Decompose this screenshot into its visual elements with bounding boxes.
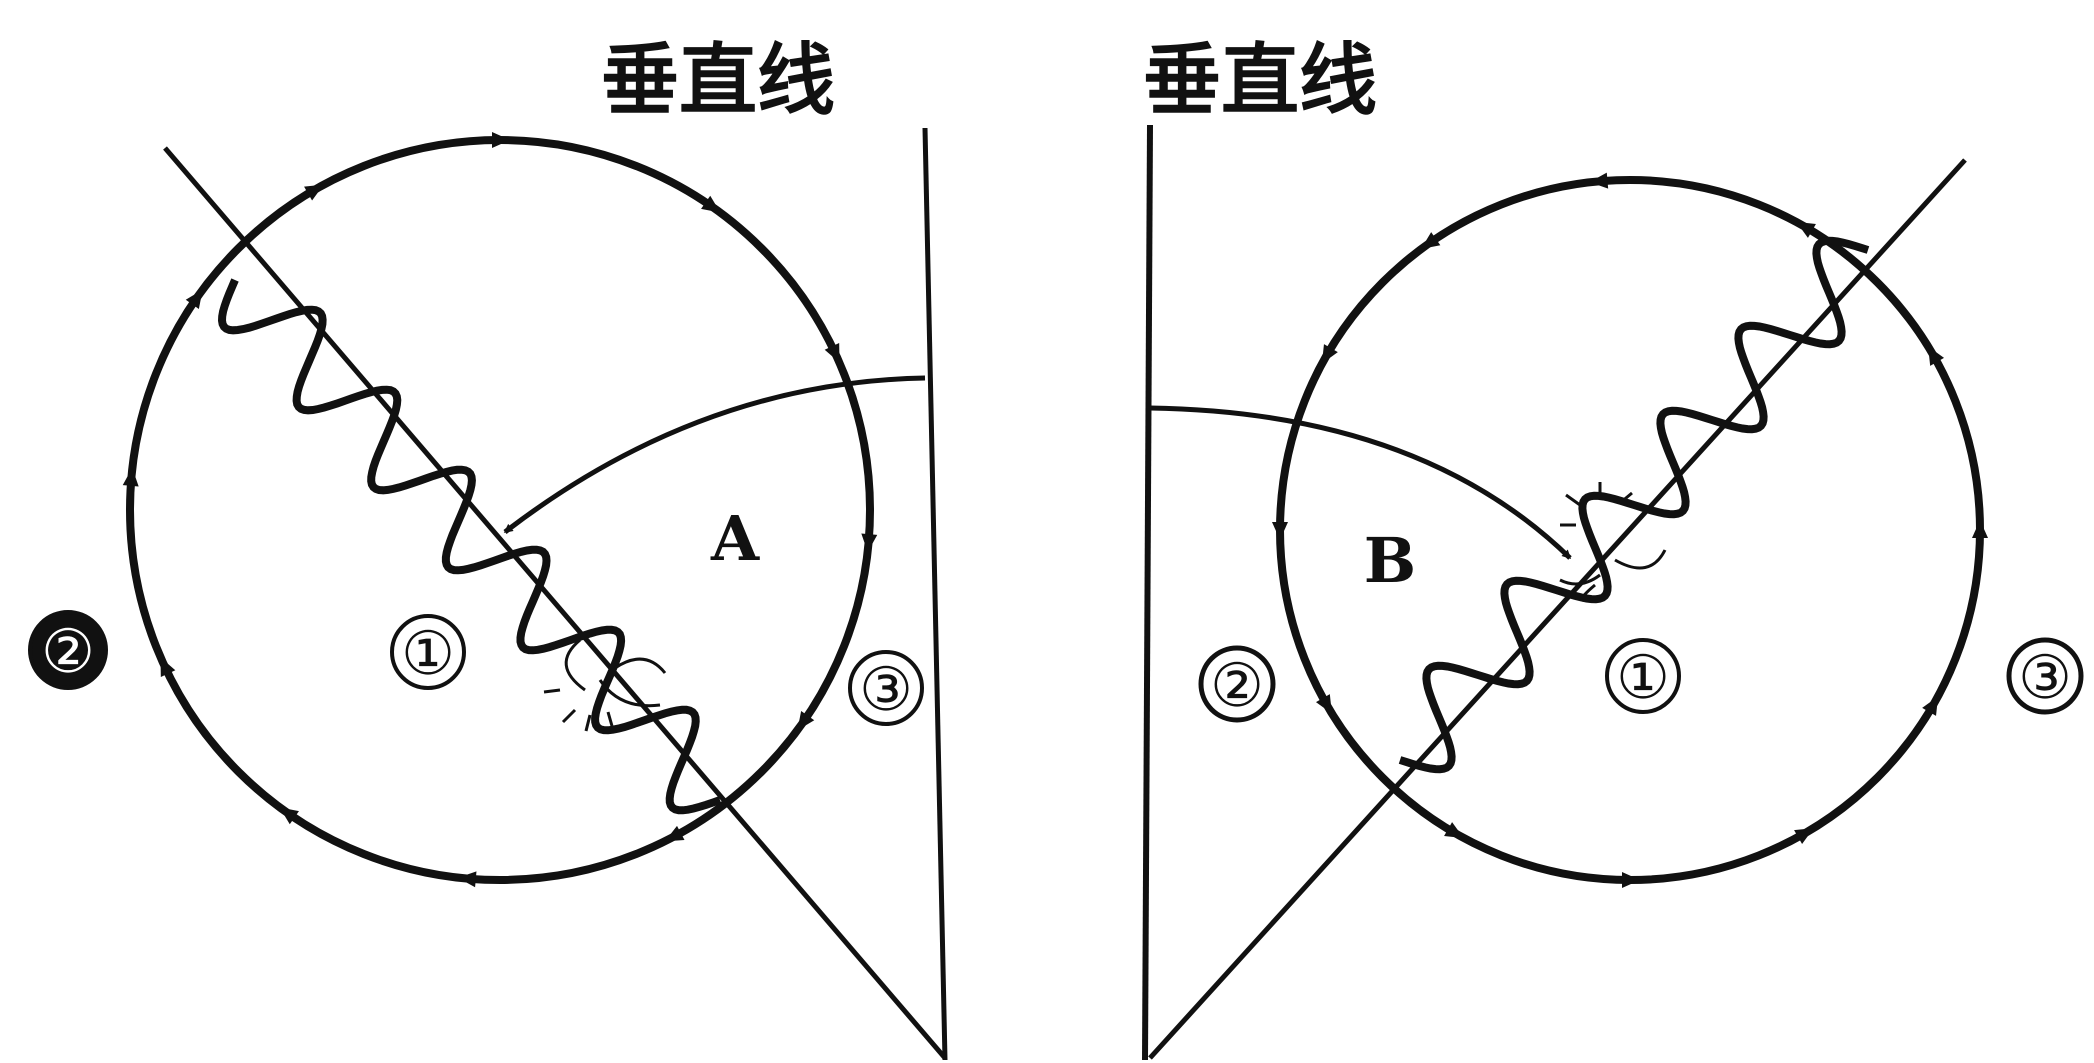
- left-angle-arc: [503, 375, 926, 534]
- left-orbit-arrow-9: [160, 657, 176, 678]
- right-vertical-line-label: 垂直线: [1143, 35, 1377, 126]
- left-vertical-line-label: 垂直线: [601, 35, 835, 126]
- left-spark-icon: [543, 638, 667, 732]
- right-region-3-label: ③: [2018, 643, 2072, 713]
- right-photon-wave: [1398, 236, 1870, 774]
- right-incident-ray: [1148, 158, 1967, 1060]
- right-orbit-arrow-11: [1928, 346, 1945, 366]
- left-region-2-badge: [28, 610, 108, 690]
- left-orbit-arrow-2: [701, 195, 721, 213]
- left-orbit-arrow-12: [304, 184, 324, 201]
- left-vertical-line: [922, 127, 948, 1061]
- right-orbit-arrow-7: [1622, 872, 1640, 888]
- right-orbit-arrow-3: [1321, 344, 1338, 364]
- right-orbit-arrow-9: [1922, 696, 1939, 716]
- left-region-1-label: ①: [401, 619, 455, 689]
- right-vertical-line: [1142, 124, 1153, 1061]
- right-angle-arc: [1149, 405, 1572, 560]
- left-orbit-arrow-5: [797, 711, 815, 731]
- right-spark-icon: [1559, 482, 1667, 603]
- left-orbit-arrow-11: [185, 289, 203, 309]
- right-orbit-arrows: [1272, 172, 1988, 888]
- left-orbit-arrow-8: [279, 807, 299, 825]
- right-orbit-arrow-8: [1794, 828, 1814, 845]
- right-region-2-label: ②: [1210, 651, 1264, 721]
- right-region-3-ring: [2006, 637, 2084, 715]
- right-region-2-ring: [1198, 645, 1276, 723]
- left-orbit-arrow-4: [861, 533, 878, 553]
- left-orbit-arrow-10: [122, 467, 139, 487]
- left-panel: 垂直线 A ① ② ③: [28, 35, 948, 1061]
- left-orbit-arrow-1: [492, 132, 510, 148]
- left-incident-ray: [163, 146, 947, 1060]
- right-region-1-label: ①: [1616, 643, 1670, 713]
- right-orbit-arrow-4: [1272, 522, 1288, 540]
- right-orbit-arrow-10: [1972, 520, 1988, 538]
- left-orbit-arrows: [122, 132, 878, 888]
- right-orbit-arrow-2: [1421, 232, 1441, 250]
- right-region-1-ring: [1605, 638, 1681, 714]
- left-photon-wave: [217, 278, 722, 815]
- left-orbit-arrow-6: [664, 825, 685, 842]
- left-region-3-label: ③: [859, 655, 913, 725]
- right-region-label: B: [1364, 524, 1416, 597]
- left-region-label: A: [710, 502, 760, 575]
- right-orbit-arrow-1: [1589, 172, 1609, 189]
- left-orbit-arrow-7: [457, 871, 477, 888]
- right-panel: 垂直线 B ① ② ③: [1142, 35, 2084, 1061]
- right-orbit-arrow-6: [1444, 822, 1464, 839]
- right-orbit-arrow-5: [1315, 694, 1332, 714]
- left-region-2-label: ②: [41, 617, 95, 687]
- right-orbit-arrow-12: [1796, 221, 1816, 238]
- left-region-1-ring: [390, 614, 466, 690]
- left-orbit-arrow-3: [824, 342, 840, 363]
- left-region-3-ring: [848, 650, 924, 726]
